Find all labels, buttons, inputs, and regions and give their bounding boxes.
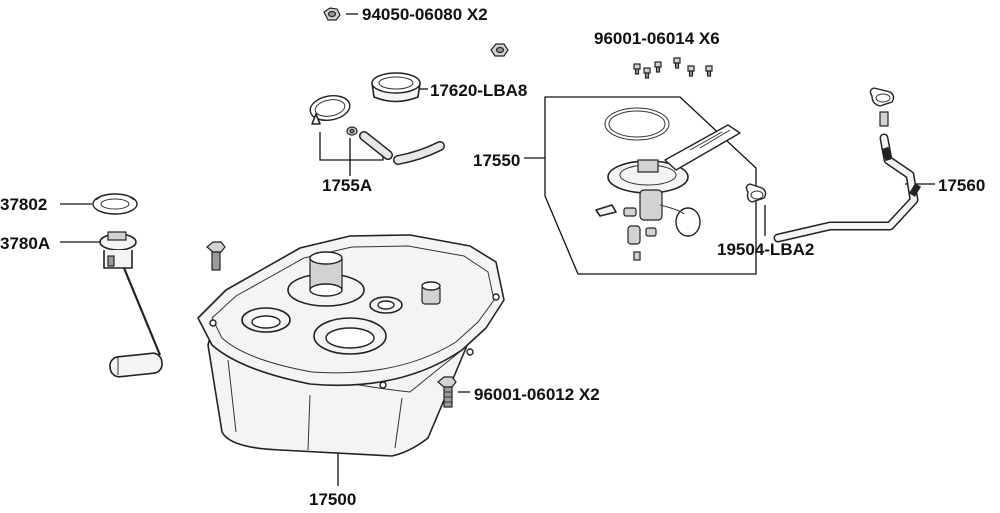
label-96001-06014: 96001-06014 X6: [594, 29, 720, 48]
label-3780a: 3780A: [0, 234, 50, 253]
label-19504-lba2: 19504-LBA2: [717, 240, 814, 259]
filter-cap-17620: [371, 72, 421, 103]
gasket-37802: [92, 193, 138, 215]
fuel-hose-17560: [773, 87, 922, 243]
hex-nut-94050-top: [323, 7, 341, 21]
label-37802: 37802: [0, 195, 47, 214]
hex-nut-94050-lower: [490, 43, 509, 57]
label-94050-06080: 94050-06080 X2: [362, 5, 488, 24]
label-17620-lba8: 17620-LBA8: [430, 81, 527, 100]
bolt-96001-06012: [437, 376, 457, 408]
hose-clamp-1755a: [309, 94, 351, 125]
small-ring-1755a: [346, 126, 358, 136]
bolt-tank-left: [206, 241, 226, 271]
fuel-sender-3780a: [99, 231, 163, 378]
label-17560: 17560: [938, 176, 985, 195]
label-1755a: 1755A: [322, 176, 372, 195]
fuel-tank-17500: [197, 234, 505, 457]
label-96001-06012: 96001-06012 X2: [474, 385, 600, 404]
vent-hose-1755a: [359, 131, 445, 165]
label-17500: 17500: [309, 490, 356, 509]
fuel-pump-assembly-17550: [544, 96, 757, 275]
screw-set-96001-06014: [633, 57, 713, 79]
label-17550: 17550: [473, 151, 520, 170]
hose-clamp-19504: [745, 183, 767, 203]
